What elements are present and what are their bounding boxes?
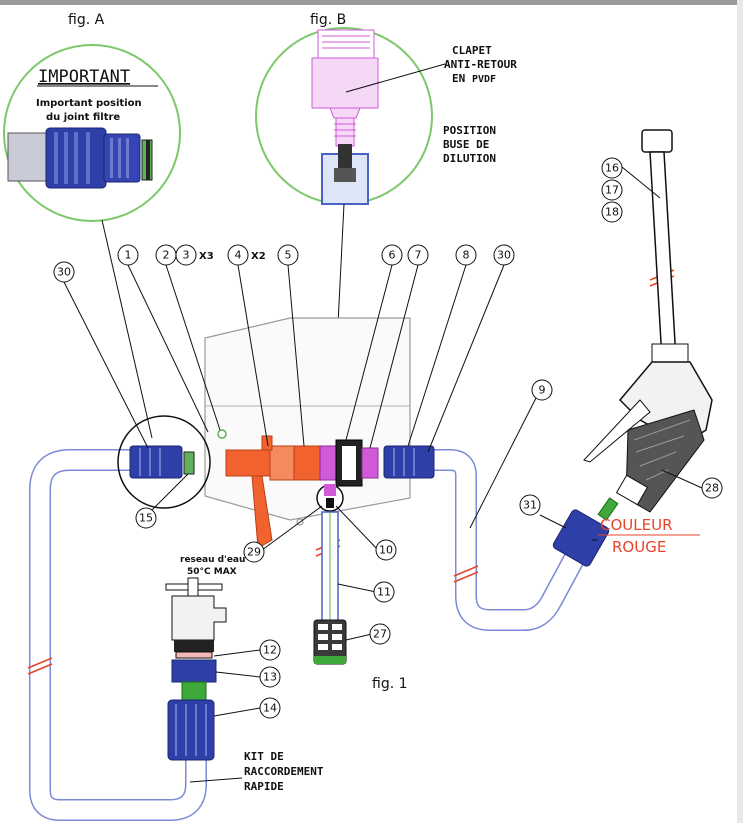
callout-5: 5 [277,244,299,266]
svg-text:31: 31 [523,499,537,512]
clapet-line-1: CLAPET [452,44,492,57]
left-quick-connector [129,445,195,479]
callout-17: 17 [601,179,623,201]
water-tap [165,577,227,703]
dilution-tube-and-filter [313,484,347,665]
callout-9: 9 [531,379,553,401]
couleur-line-1: COULEUR [600,516,673,534]
clapet-line-2: ANTI-RETOUR [444,58,517,71]
callout-30-left: 30 [53,261,75,283]
detail-ring-a [117,415,211,509]
svg-text:11: 11 [377,586,391,599]
right-hose [432,449,590,631]
top-border [0,0,743,5]
svg-text:30: 30 [497,249,511,262]
callout-4: 4 [227,244,249,266]
svg-text:3: 3 [183,249,190,262]
red-connector-31 [552,509,610,567]
callout-16: 16 [601,157,623,179]
svg-text:16: 16 [605,162,619,175]
leader-clapet [345,63,446,93]
callout-4-qty: X2 [251,251,266,262]
kit-line-2: RACCORDEMENT [244,765,324,778]
left-hose [29,449,207,821]
leader-fig-a [101,219,153,439]
callout-14: 14 [259,697,281,719]
right-quick-connector [383,445,435,479]
important-line-2: du joint filtre [46,112,120,123]
clapet-line-3a: EN [452,72,465,85]
svg-text:8: 8 [463,249,470,262]
svg-text:29: 29 [247,546,261,559]
wall-plate [204,317,411,521]
kit-line-1: KIT DE [244,750,284,763]
fig-a-label: fig. A [68,12,105,28]
svg-text:28: 28 [705,482,719,495]
callout-15: 15 [135,507,157,529]
callout-31: 31 [519,494,541,516]
svg-text:7: 7 [415,249,422,262]
important-heading: IMPORTANT [38,67,130,87]
callout-27: 27 [369,623,391,645]
position-line-2: BUSE DE [443,138,489,151]
hose-connector-14 [167,699,215,761]
svg-text:10: 10 [379,544,393,557]
svg-text:27: 27 [373,628,387,641]
svg-text:1: 1 [125,249,132,262]
svg-text:4: 4 [235,249,242,262]
quick-connector-detail [7,127,153,189]
svg-text:30: 30 [57,266,71,279]
callout-30-right: 30 [493,244,515,266]
svg-text:12: 12 [263,644,277,657]
callout-2: 2 [155,244,177,266]
svg-text:5: 5 [285,249,292,262]
position-line-1: POSITION [443,124,496,137]
tap-label-2: 50°C MAX [187,567,237,577]
svg-text:13: 13 [263,671,277,684]
svg-text:6: 6 [389,249,396,262]
callout-11: 11 [373,581,395,603]
couleur-line-2: ROUGE [612,538,666,556]
svg-text:9: 9 [539,384,546,397]
fig-b-label: fig. B [310,12,346,28]
callout-13: 13 [259,666,281,688]
kit-line-3: RAPIDE [244,780,284,793]
fig-1-label: fig. 1 [372,676,408,692]
svg-text:18: 18 [605,206,619,219]
callout-28: 28 [701,477,723,499]
callout-leaders [63,166,703,717]
injector-body [225,435,379,549]
callout-10: 10 [375,539,397,561]
svg-text:14: 14 [263,702,277,715]
check-valve-detail [311,29,379,205]
detail-circle-a: IMPORTANT Important position du joint fi… [3,44,181,222]
callout-29: 29 [243,541,265,563]
tap-label-1: reseau d'eau [180,555,245,565]
right-border [737,0,743,823]
svg-text:2: 2 [163,249,170,262]
leader-kit [189,777,243,783]
callout-8: 8 [455,244,477,266]
svg-text:17: 17 [605,184,619,197]
clapet-line-3b: PVDF [472,74,496,85]
detail-circle-b [255,27,433,205]
callout-3: 3 [175,244,197,266]
callout-3-qty: X3 [199,251,214,262]
callout-1: 1 [117,244,139,266]
svg-text:15: 15 [139,512,153,525]
important-line-1: Important position [36,98,142,109]
position-line-3: DILUTION [443,152,496,165]
spray-gun [583,129,713,521]
callout-6: 6 [381,244,403,266]
callout-18: 18 [601,201,623,223]
callout-7: 7 [407,244,429,266]
callout-12: 12 [259,639,281,661]
